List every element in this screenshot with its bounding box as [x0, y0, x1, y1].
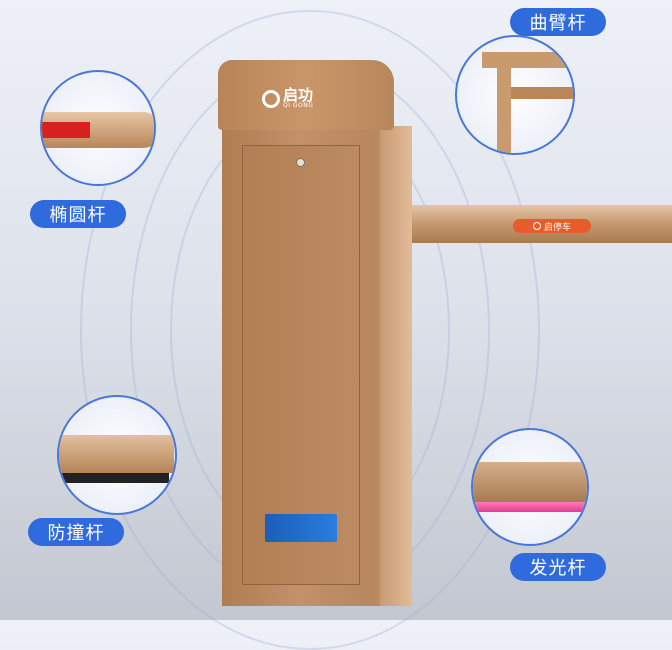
brand-latin: QI GONG — [283, 102, 314, 109]
nameplate — [265, 514, 337, 542]
label-led-arm: 发光杆 — [510, 553, 606, 581]
callout-anti-collision-arm — [57, 395, 177, 515]
callout-curved-arm — [455, 35, 575, 155]
label-anti-collision-arm: 防撞杆 — [28, 518, 124, 546]
callout-oval-arm — [40, 70, 156, 186]
lock-icon — [296, 158, 305, 167]
arm-badge-text: 启停车 — [543, 222, 571, 233]
label-oval-arm: 椭圆杆 — [30, 200, 126, 228]
callout-led-arm — [471, 428, 589, 546]
cabinet-side — [380, 126, 412, 606]
cabinet-door — [242, 145, 360, 585]
cabinet-cap — [218, 60, 394, 130]
label-curved-arm: 曲臂杆 — [510, 8, 606, 36]
brand-name: 启功 — [283, 86, 314, 104]
brand-logo-icon — [532, 222, 541, 230]
power-logo-icon — [262, 89, 280, 108]
arm-badge: 启停车 — [513, 219, 591, 233]
